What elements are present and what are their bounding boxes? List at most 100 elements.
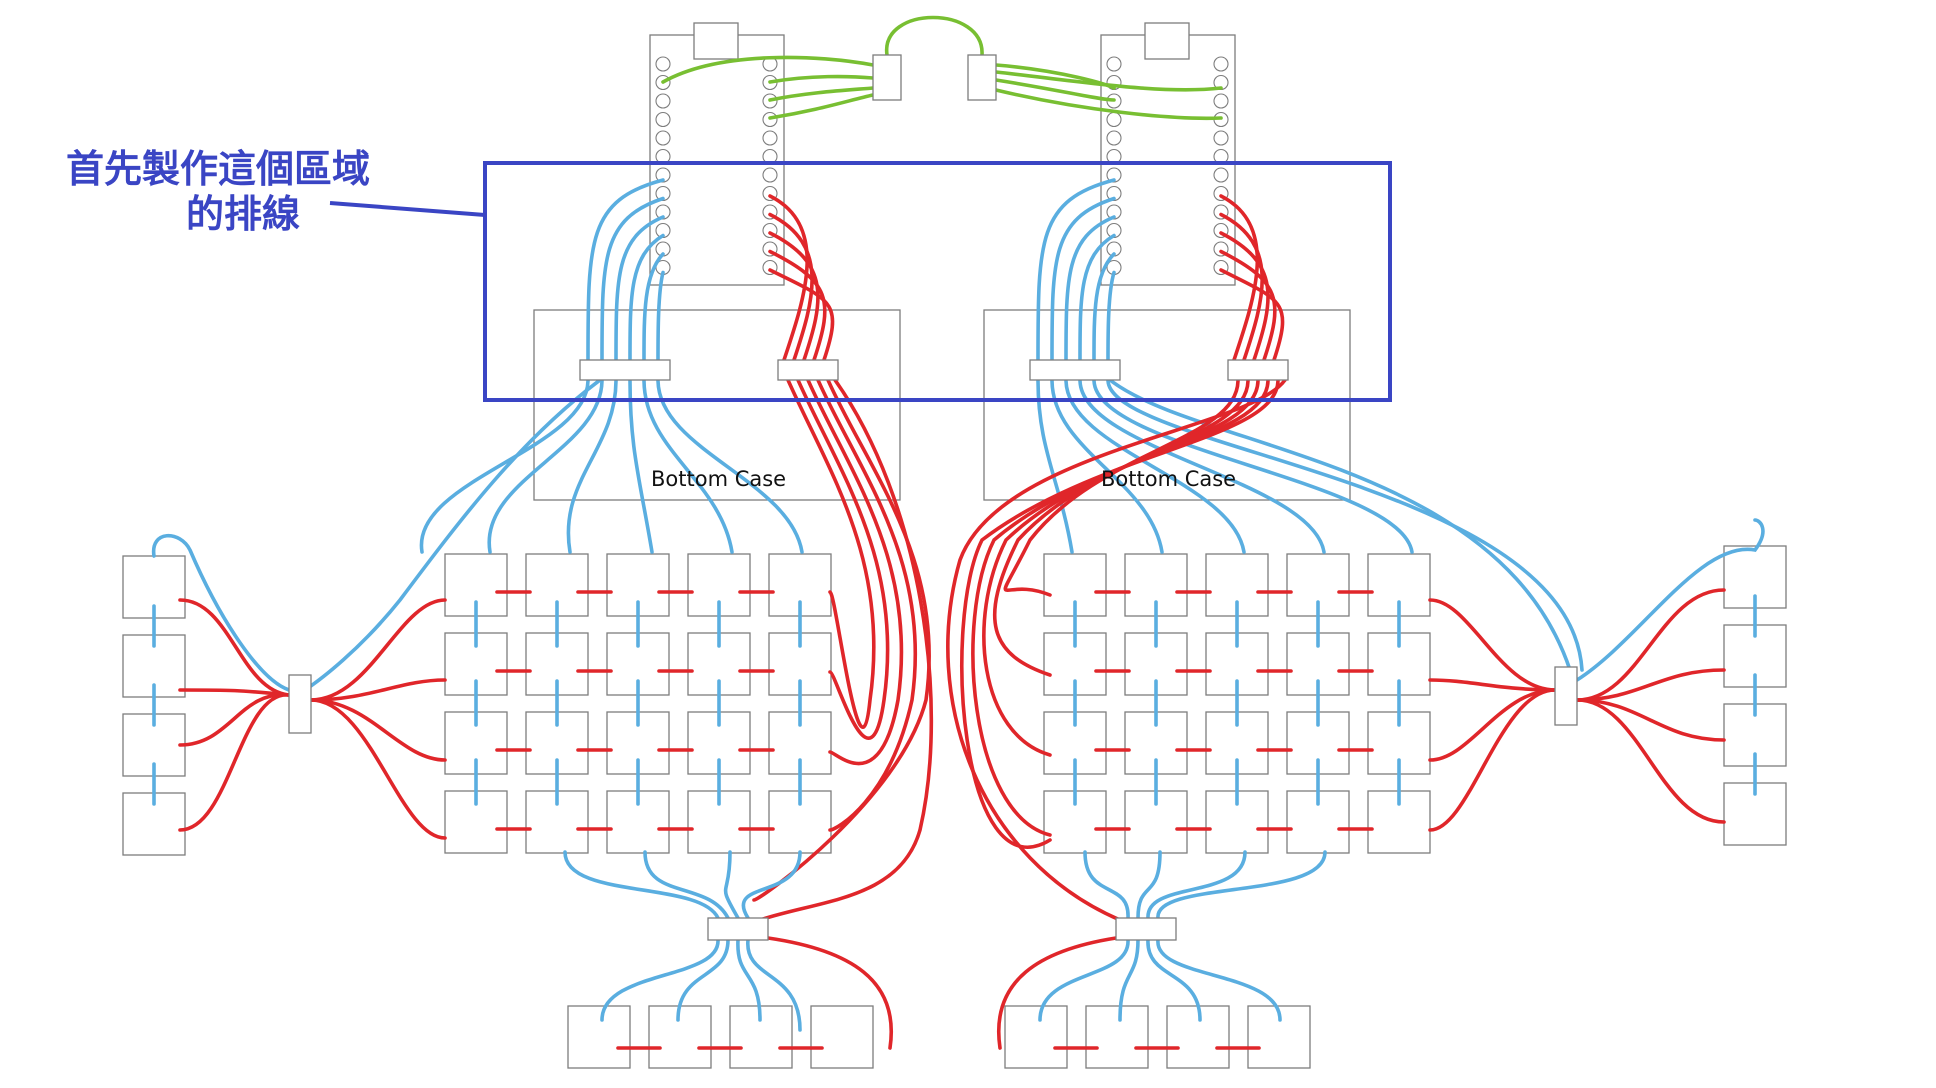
wire: [768, 74, 875, 84]
wire: [994, 78, 1116, 102]
wire: [1219, 212, 1264, 362]
wire: [656, 270, 665, 362]
wire: [768, 86, 875, 102]
right-top-connector-red: [1227, 359, 1289, 381]
pin: [655, 111, 671, 128]
wire: [960, 378, 1280, 849]
wire: [1156, 850, 1327, 920]
thumb-key-switch: [648, 1005, 712, 1069]
annotation-leader-line: [329, 201, 486, 217]
wire: [796, 378, 890, 740]
thumb-key-switch: [1004, 1005, 1068, 1069]
wire: [1003, 378, 1240, 597]
highlight-region: [483, 161, 1392, 402]
wire: [971, 378, 1270, 837]
thumb-key-switch: [1085, 1005, 1149, 1069]
wire: [982, 378, 1260, 757]
wire: [309, 698, 447, 762]
wire: [178, 598, 291, 697]
wire: [768, 268, 835, 362]
wire: [758, 378, 934, 922]
wire: [1092, 252, 1116, 362]
wire: [1083, 850, 1130, 920]
wire: [1428, 598, 1557, 692]
pin: [655, 56, 671, 72]
connectors: [288, 54, 1578, 941]
wire: [994, 70, 1223, 92]
wire: [1050, 378, 1164, 554]
wire: [1219, 268, 1285, 362]
key-switches: [122, 545, 1787, 1069]
wire: [643, 850, 730, 920]
wire: [1108, 378, 1572, 672]
wire: [614, 215, 665, 362]
wire: [1064, 215, 1116, 362]
wire: [676, 938, 730, 1022]
wire: [1146, 938, 1202, 1022]
pin: [655, 204, 671, 220]
wire: [768, 194, 809, 362]
right-usb-port: [1144, 22, 1190, 60]
wire: [766, 936, 894, 1050]
wire: [1136, 850, 1162, 920]
wire: [994, 88, 1223, 121]
wire: [1575, 588, 1726, 702]
wire: [661, 55, 875, 84]
thumb-key-switch: [1166, 1005, 1230, 1069]
pin: [762, 167, 778, 183]
annotation-line-1: 首先製作這個區域: [66, 147, 370, 191]
left-top-connector-red: [777, 359, 839, 381]
wiring: [152, 15, 1765, 1050]
pin: [1213, 56, 1229, 72]
wire: [152, 533, 291, 692]
right-case-label: Bottom Case: [1101, 467, 1236, 491]
wire: [1106, 270, 1116, 362]
wire: [736, 938, 762, 1022]
wire: [768, 93, 875, 120]
wire: [1219, 249, 1277, 362]
pin: [655, 167, 671, 183]
wire: [1575, 698, 1726, 824]
left-top-connector-blue: [579, 359, 671, 381]
wire: [1428, 688, 1557, 762]
wire: [768, 212, 814, 362]
wire: [178, 693, 291, 832]
wire: [1050, 196, 1116, 362]
thumb-key-switch: [567, 1005, 631, 1069]
wire: [309, 598, 447, 702]
wire: [600, 196, 665, 362]
wire: [1428, 678, 1557, 692]
wire: [642, 378, 734, 554]
right-top-link-connector: [967, 54, 997, 101]
pin: [1106, 204, 1122, 220]
wire: [723, 850, 740, 920]
pin: [1213, 93, 1229, 109]
wire: [563, 850, 720, 920]
wire: [1575, 698, 1726, 742]
wire: [1092, 378, 1414, 554]
wire: [600, 938, 720, 1022]
left-thumb-connector: [707, 917, 769, 941]
left-case-label: Bottom Case: [651, 467, 786, 491]
pin: [1213, 130, 1229, 146]
wire: [628, 378, 654, 554]
wire: [806, 378, 904, 766]
wire: [993, 378, 1250, 677]
wire: [1575, 668, 1726, 702]
pin: [762, 130, 778, 146]
right-thumb-connector: [1115, 917, 1177, 941]
wire: [1156, 938, 1282, 1022]
wire: [996, 936, 1118, 1050]
wire: [487, 378, 604, 554]
wire: [1036, 378, 1074, 554]
left-side-connector: [288, 674, 312, 734]
wire: [1118, 938, 1140, 1022]
wire: [786, 378, 876, 729]
wire: [178, 693, 291, 747]
wire: [1064, 378, 1246, 554]
wire: [746, 938, 802, 1032]
right-top-connector-blue: [1029, 359, 1121, 381]
wire: [1575, 518, 1765, 682]
wire: [303, 378, 602, 692]
wire: [1078, 378, 1326, 554]
